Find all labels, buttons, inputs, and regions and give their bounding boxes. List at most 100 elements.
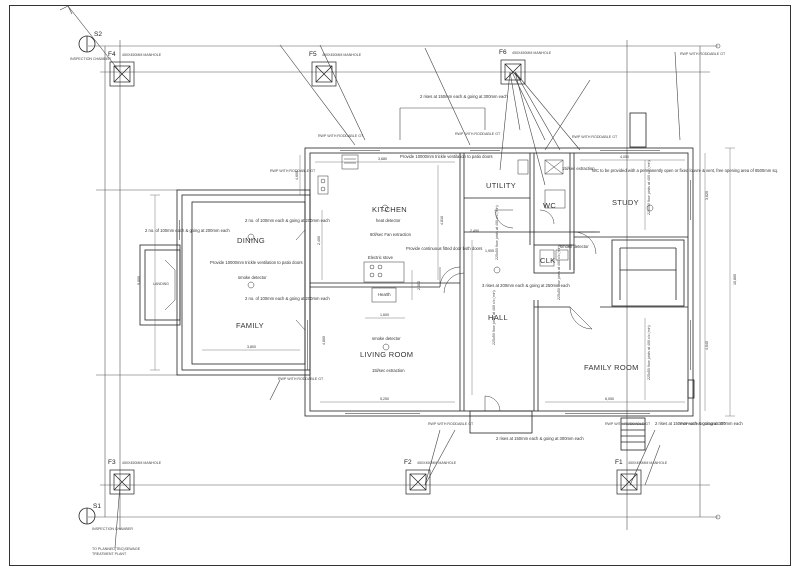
dim-kitchen-top: 3,680	[378, 157, 387, 161]
room-family: FAMILY	[236, 321, 264, 330]
note-joists-4: 225x50 floor joists at 400 c/c (min)	[557, 245, 561, 300]
note-heat: heat detector	[376, 218, 401, 223]
house-walls	[139, 112, 695, 451]
rwp-3: RWP WITH RODDABLE GT	[572, 135, 618, 139]
manhole-f4	[109, 61, 135, 87]
room-hall: HALL	[488, 313, 508, 322]
rwp-7: RWP WITH RODDABLE GT	[428, 422, 474, 426]
note-vents-steps: 2 rises at 150mm each & going at 300mm e…	[655, 421, 743, 426]
dim-living-h: 4,800	[322, 336, 326, 345]
dim-depth-total: 10,865	[733, 274, 737, 285]
manholes	[109, 59, 642, 495]
note-vents-rear: 2 rises at 150mm each & going at 300mm e…	[420, 94, 508, 99]
dim-misc2: 2,400	[317, 236, 321, 245]
rwp-9: RWP WITH RODDABLE GT	[680, 422, 726, 426]
sheet-border	[9, 5, 791, 566]
inspection-chambers	[78, 35, 96, 525]
note-joists-1: 225x50 floor joists at 400 c/c (min)	[492, 290, 496, 345]
dimension-labels: 10,865 9,800 3,800 3,680 4,050 5,250 6,0…	[137, 155, 737, 401]
label-f6: F6	[499, 49, 507, 56]
note-vents-entrance: 2 rises at 150mm each & going at 300mm e…	[496, 436, 584, 441]
note-smoke-dining: smoke detector	[238, 275, 267, 280]
room-dining: DINING	[237, 236, 265, 245]
dim-family-room: 6,050	[605, 397, 614, 401]
note-extract-kitchen: 60l/sec Fan extraction	[370, 232, 412, 237]
rwp-5: RWP WITH RODDABLE GT	[270, 169, 316, 173]
note-electric-stove: Electric stove	[368, 255, 394, 260]
note-vents-dining-2: 2 no. of 100mm each & going at 200mm eac…	[245, 218, 330, 223]
room-family-room: FAMILY ROOM	[584, 363, 639, 372]
note-joists-2: 225x50 floor joists at 400 c/c (min)	[647, 160, 651, 215]
kitchen-fittings	[247, 154, 654, 351]
label-f1: F1	[615, 459, 623, 466]
manhole-f2	[405, 469, 431, 495]
note-study: WC to be provided with a permanently ope…	[592, 168, 778, 173]
note-extract-living: 15l/sec extraction	[372, 368, 405, 373]
rwp-8: RWP WITH RODDABLE GT	[605, 422, 651, 426]
label-f4: F4	[108, 51, 116, 58]
note-smoke-hall: smoke detector	[560, 244, 589, 249]
grid-end-markers	[59, 5, 73, 15]
chamber-labels: S2 S1 INSPECTION CHAMBER INSPECTION CHAM…	[70, 31, 141, 556]
dim-dining: 3,800	[247, 345, 256, 349]
dim-misc1: 4,600	[295, 171, 299, 180]
windows	[179, 150, 691, 414]
dim-hall: 1,905	[485, 249, 494, 253]
note-vents-dining: 2 no. of 100mm each & going at 200mm eac…	[145, 228, 230, 233]
landing-label: LANDING	[153, 282, 169, 286]
doors	[164, 209, 597, 412]
note-vents-dining-3: 2 no. of 100mm each & going at 200mm eac…	[245, 296, 330, 301]
room-wc: WC	[543, 201, 556, 210]
manhole-f6	[500, 59, 526, 85]
annotation-notes: Provide 10000mm trickle ventilation to p…	[145, 94, 778, 441]
room-clk: CLK	[540, 256, 556, 265]
label-s2: S2	[94, 31, 102, 38]
label-s1: S1	[93, 503, 101, 510]
manhole-note-f2: 450X450MM MANHOLE	[417, 461, 457, 465]
manhole-note-f1: 450X450MM MANHOLE	[628, 461, 668, 465]
dim-util: 2,490	[470, 229, 479, 233]
rwp-2: RWP WITH RODDABLE GT	[455, 132, 501, 136]
treatment-plant-note-2: TREATMENT PLANT	[92, 552, 127, 556]
inspection-note-bottom: INSPECTION CHAMBER	[92, 527, 133, 531]
note-joists-3: 225x50 floor joists at 400 c/c (min)	[647, 325, 651, 380]
room-kitchen: KITCHEN	[372, 205, 407, 214]
dimension-lines	[150, 147, 735, 417]
note-hearth: Hearth	[378, 292, 391, 297]
manhole-note-f3: 450X450MM MANHOLE	[122, 461, 162, 465]
dim-room-h: 4,640	[705, 341, 709, 350]
room-living-room: LIVING ROOM	[360, 350, 413, 359]
note-vent-kitchen: Provide 10000mm trickle ventilation to p…	[400, 154, 493, 159]
manhole-note-f4: 450X450MM MANHOLE	[122, 53, 162, 57]
label-f5: F5	[309, 51, 317, 58]
rwp-1: RWP WITH RODDABLE GT	[318, 134, 364, 138]
dim-depth-main: 9,800	[137, 276, 141, 285]
inspection-note-top: INSPECTION CHAMBER	[70, 57, 111, 61]
note-vents-stairs: 3 rises at 200mm each & going at 250mm e…	[482, 283, 570, 288]
foundation-labels: F4 F5 F6 F3 F2 F1 450X450MM MANHOLE 450X…	[108, 49, 668, 466]
manhole-f5	[311, 61, 337, 87]
foundation-grid	[88, 40, 721, 530]
dim-living: 5,250	[380, 397, 389, 401]
room-labels: DINING FAMILY KITCHEN LIVING ROOM UTILIT…	[153, 181, 639, 372]
manhole-note-f6: 450X450MM MANHOLE	[512, 51, 552, 55]
dim-study-top: 4,050	[620, 155, 629, 159]
rwp-4: RWP WITH RODDABLE GT	[680, 52, 726, 56]
dim-kit-w: 1,600	[380, 313, 389, 317]
note-vent-dining: Provide 10000mm trickle ventilation to p…	[210, 260, 303, 265]
manhole-note-f5: 450X450MM MANHOLE	[322, 53, 362, 57]
note-joists-5: 225x50 floor joists at 400 c/c (min)	[495, 205, 499, 260]
room-utility: UTILITY	[486, 181, 516, 190]
room-study: STUDY	[612, 198, 639, 207]
gully-labels: RWP WITH RODDABLE GT RWP WITH RODDABLE G…	[270, 52, 726, 426]
label-f2: F2	[404, 459, 412, 466]
note-smoke-living: smoke detector	[372, 336, 401, 341]
treatment-plant-note-1: TO PLANNED(TBC)SEWAGE	[92, 547, 141, 551]
rwp-6: RWP WITH RODDABLE GT	[278, 377, 324, 381]
manhole-f1	[616, 469, 642, 495]
dim-stair: 2,000	[417, 281, 421, 290]
manhole-f3	[109, 469, 135, 495]
note-fire-door: Provide continuous fitted door both door…	[406, 246, 482, 251]
dim-kitchen-h: 4,810	[440, 216, 444, 225]
